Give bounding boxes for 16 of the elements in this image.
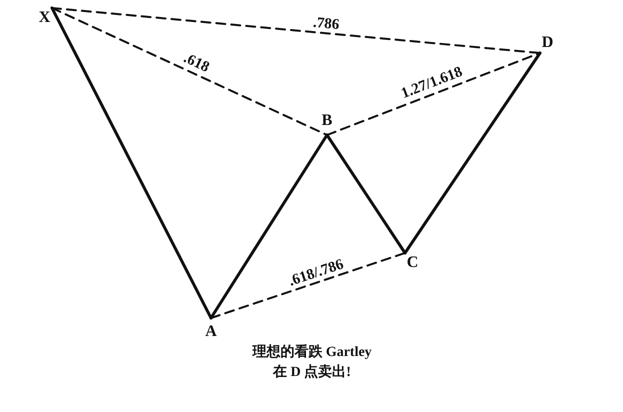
point-label: A <box>204 318 218 340</box>
ratio-label: .786 <box>312 16 340 33</box>
solid-line <box>326 134 406 254</box>
caption: 理想的看跌 Gartley 在 D 点卖出! <box>251 343 373 382</box>
solid-line <box>404 52 542 254</box>
dashed-line <box>210 252 406 319</box>
point-label: X <box>37 8 52 28</box>
solid-line <box>50 6 212 320</box>
ratio-label: .618 <box>182 51 212 76</box>
point-label: B <box>320 113 334 135</box>
dashed-line <box>51 7 328 136</box>
point-label: C <box>405 253 420 273</box>
point-label: D <box>540 33 555 53</box>
dashed-line <box>326 52 541 136</box>
solid-line <box>210 134 328 320</box>
dashed-line <box>51 7 541 54</box>
